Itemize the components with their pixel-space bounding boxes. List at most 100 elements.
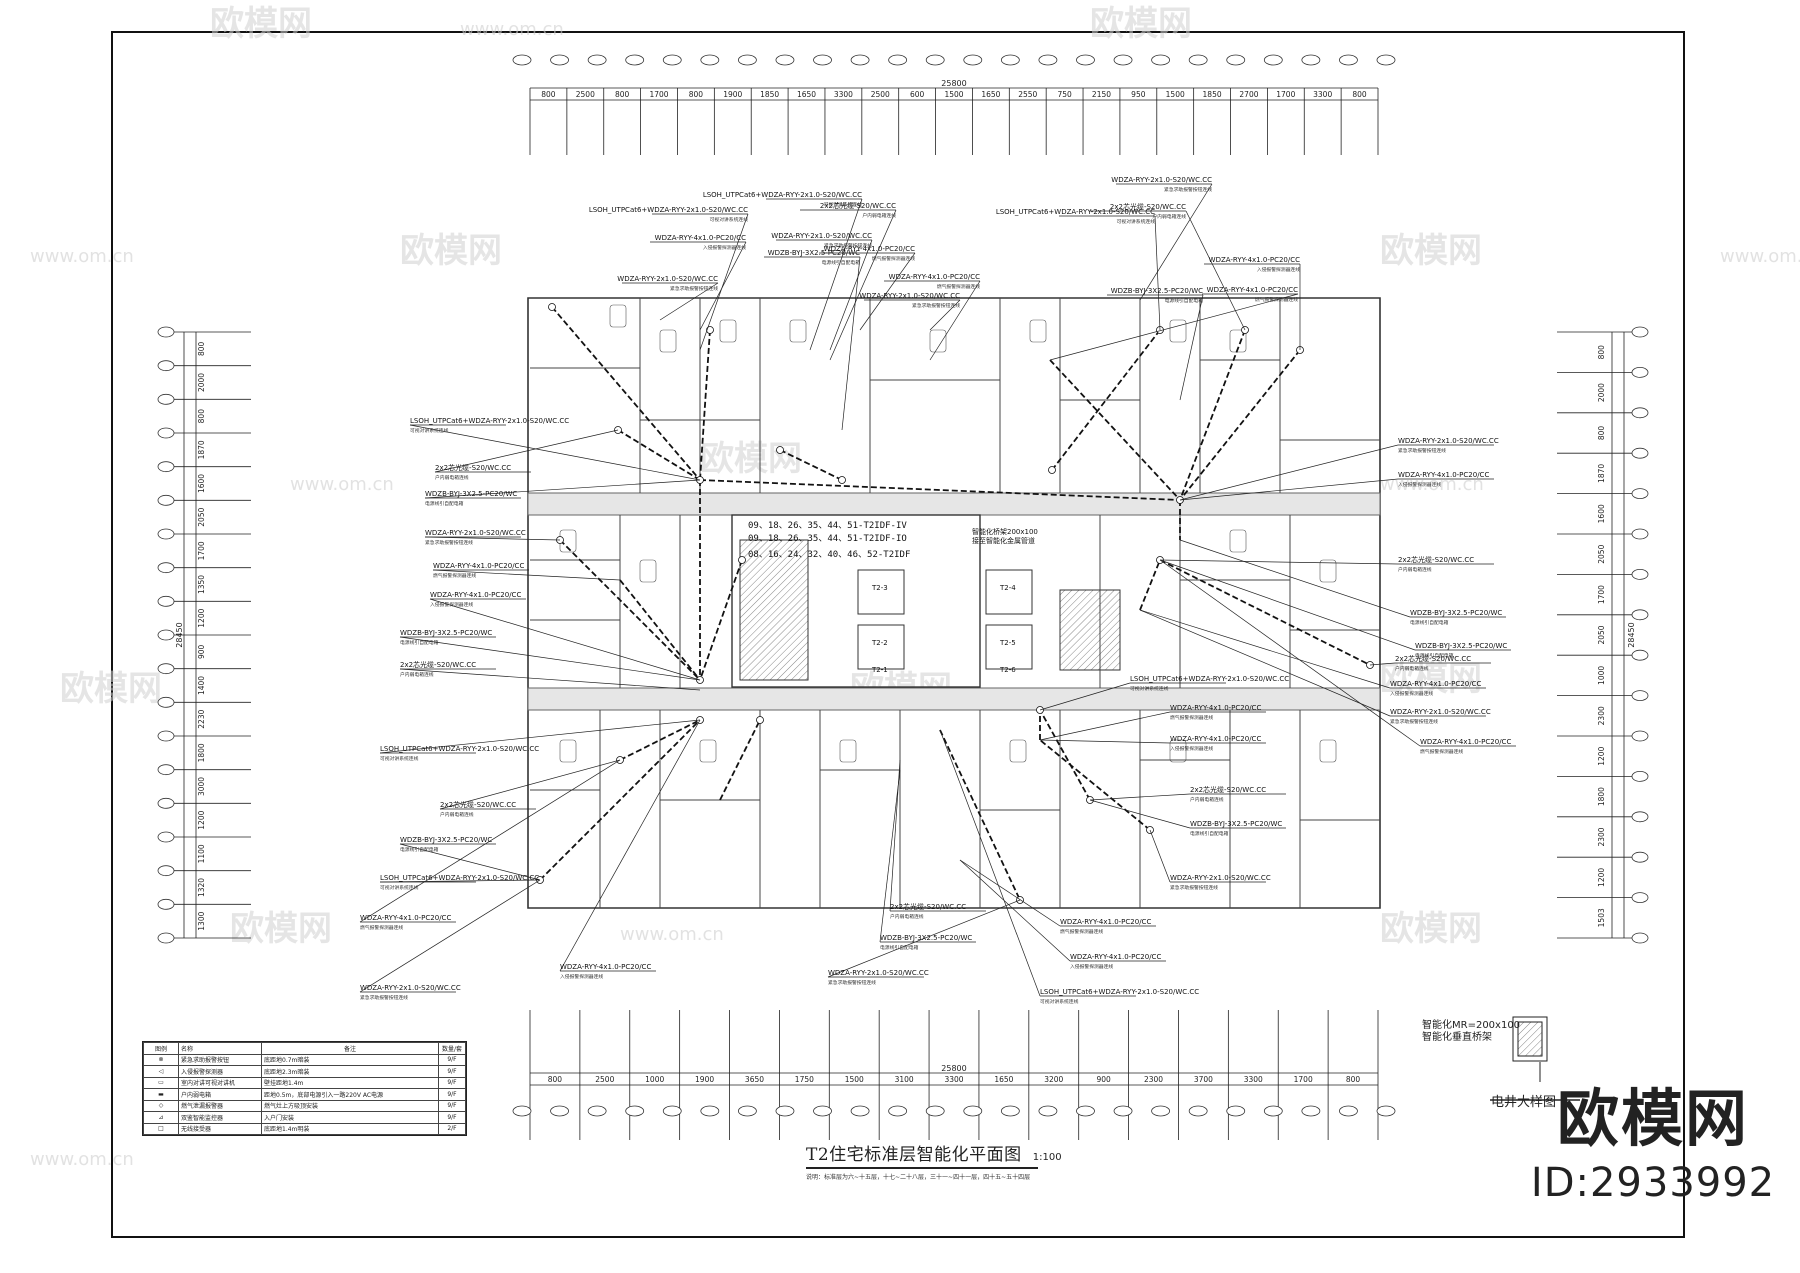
wireless-receiver-icon: □ bbox=[143, 1122, 179, 1135]
callout-text: WDZA-RYY-4x1.0-PC20/CC bbox=[1209, 256, 1300, 264]
grid-bubble bbox=[1301, 54, 1321, 66]
weak-current-box-icon: ▬ bbox=[143, 1088, 179, 1101]
legend-row: ▬ 户内弱电箱 距地0.5m，底部电源引入一路220V AC电源 9/F bbox=[143, 1088, 466, 1101]
grid-bubble bbox=[157, 393, 175, 405]
dimension-value: 3000 bbox=[197, 777, 206, 796]
grid-bubble bbox=[512, 1105, 532, 1117]
callout-leader bbox=[1369, 662, 1396, 666]
dimension-value: 800 bbox=[1597, 426, 1606, 441]
grid-bubble bbox=[888, 1105, 908, 1117]
wire-run bbox=[699, 479, 1181, 501]
callout-leader bbox=[379, 879, 541, 883]
callout-sub: 燃气报警探测器连线 bbox=[1420, 748, 1463, 755]
watermark-logo: 欧模网 bbox=[230, 909, 332, 949]
callout-text: WDZA-RYY-2x1.0-S20/WC.CC bbox=[360, 984, 461, 992]
legend-header-symbol: 图例 bbox=[143, 1042, 179, 1055]
callout-leader bbox=[1179, 444, 1399, 501]
callout-leader bbox=[879, 769, 901, 943]
grid-bubble bbox=[1226, 54, 1246, 66]
drawing-note: 说明：标准层为六~十五层，十七~二十八层，三十一~四十一层，四十五~五十四层 bbox=[806, 1174, 1031, 1181]
dimension-value: 800 bbox=[1597, 345, 1606, 360]
grid-bubble bbox=[625, 54, 645, 66]
dimension-value: 2300 bbox=[1597, 706, 1606, 725]
callout-leader bbox=[424, 479, 701, 499]
grid-bubble bbox=[1226, 1105, 1246, 1117]
grid-bubble bbox=[157, 663, 175, 675]
grid-bubble bbox=[1113, 1105, 1133, 1117]
grid-bubble bbox=[1076, 54, 1095, 66]
grid-bubble bbox=[1631, 649, 1649, 661]
wire-run bbox=[1179, 349, 1301, 501]
callout-sub: 紧急求助报警按钮连线 bbox=[670, 285, 718, 292]
legend-header-row: 图例 名称 备注 数量/套 bbox=[143, 1042, 466, 1055]
dimension-value: 2550 bbox=[1018, 90, 1037, 99]
grid-bubble bbox=[1076, 1105, 1095, 1117]
callout-leader bbox=[841, 256, 861, 431]
grid-bubble bbox=[963, 1105, 983, 1117]
dimension-value: 2050 bbox=[1597, 544, 1606, 563]
wire-run bbox=[551, 306, 701, 481]
dimension-value: 1200 bbox=[197, 608, 206, 627]
grid-bubble bbox=[1188, 54, 1208, 66]
callout-sub: 入侵报警探测器连线 bbox=[560, 973, 603, 980]
grid-bubble bbox=[1631, 690, 1649, 701]
dimension-value: 1800 bbox=[1597, 787, 1606, 806]
callout-sub: 电源线引自配电箱 bbox=[1165, 297, 1204, 304]
watermark-logo: 欧模网 bbox=[210, 4, 312, 44]
callout-text: WDZB-BYJ-3X2.5-PC20/WC bbox=[400, 629, 492, 637]
grid-bubble bbox=[1631, 851, 1649, 863]
callout-sub: 电源线引自配电箱 bbox=[400, 639, 439, 646]
drawing-frame bbox=[111, 31, 1685, 1238]
grid-bubble bbox=[1000, 1105, 1020, 1117]
grid-bubble bbox=[1301, 1105, 1321, 1117]
core-riser-text: 09、18、26、35、44、51-T2IDF-IV 09、18、26、35、4… bbox=[748, 521, 910, 560]
callout-leader bbox=[1039, 739, 1171, 744]
legend-row: □ 无线接受器 底距地1.4m明装 2/F bbox=[143, 1122, 466, 1135]
callout-text: LSOH_UTPCat6+WDZA-RYY-2x1.0-S20/WC.CC bbox=[589, 206, 748, 214]
callout-sub: 燃气报警探测器连线 bbox=[1255, 296, 1298, 303]
callout-sub: 户内弱电箱连线 bbox=[400, 671, 434, 678]
callout-sub: 入侵报警探测器连线 bbox=[703, 244, 746, 251]
grid-bubble bbox=[1631, 447, 1649, 459]
grid-bubble bbox=[1038, 1105, 1058, 1117]
wire-run bbox=[1039, 739, 1151, 831]
dimension-value: 1700 bbox=[1597, 585, 1606, 604]
room-walls bbox=[530, 298, 1380, 908]
grid-bubble bbox=[587, 54, 607, 66]
callout-sub: 电源线引自配电箱 bbox=[400, 846, 439, 853]
callout-text: WDZB-BYJ-3X2.5-PC20/WC bbox=[400, 836, 492, 844]
dimension-value: 800 bbox=[541, 90, 556, 99]
wire-run bbox=[617, 429, 701, 481]
emergency-button-icon: ⊗ bbox=[143, 1053, 179, 1066]
fixture bbox=[699, 739, 717, 763]
dimension-value: 2500 bbox=[576, 90, 595, 99]
legend-table: 图例 名称 备注 数量/套 ⊗ 紧急求助报警按钮 底距地0.7m暗装 9/F ◁… bbox=[142, 1041, 467, 1136]
callout-sub: 户内弱电箱连线 bbox=[1190, 796, 1224, 803]
shaft-detail bbox=[1490, 1016, 1580, 1101]
dimension-value: 1650 bbox=[981, 90, 1000, 99]
callout-text: WDZA-RYY-2x1.0-S20/WC.CC bbox=[425, 529, 526, 537]
grid-bubble bbox=[157, 898, 175, 910]
grid-bubble bbox=[662, 54, 682, 66]
callout-text: 2x2芯光缆-S20/WC.CC bbox=[435, 463, 511, 472]
callout-text: WDZA-RYY-4x1.0-PC20/CC bbox=[1170, 704, 1261, 712]
fixture bbox=[719, 319, 737, 343]
callout-leader bbox=[929, 280, 981, 361]
watermark-url: www.om.cn bbox=[460, 19, 564, 40]
intercom-icon: ▭ bbox=[143, 1076, 179, 1089]
callout-leader bbox=[1154, 215, 1161, 331]
callout-sub: 入侵报警探测器连线 bbox=[1070, 963, 1113, 970]
grid-bubble bbox=[850, 1105, 870, 1117]
grid-bubble bbox=[963, 54, 983, 66]
grid-bubble bbox=[157, 528, 175, 540]
callout-text: LSOH_UTPCat6+WDZA-RYY-2x1.0-S20/WC.CC bbox=[410, 417, 569, 425]
grid-bubble bbox=[1631, 528, 1649, 540]
elevator-tag: T2-3 bbox=[871, 584, 888, 592]
callout-text: 2x2芯光缆-S20/WC.CC bbox=[1395, 654, 1471, 663]
callout-leader bbox=[1149, 829, 1171, 883]
grid-bubble bbox=[925, 54, 945, 66]
grid-bubble bbox=[157, 461, 175, 473]
legend-name: 入侵报警探测器 bbox=[178, 1065, 262, 1078]
grid-bubble bbox=[1376, 54, 1396, 66]
